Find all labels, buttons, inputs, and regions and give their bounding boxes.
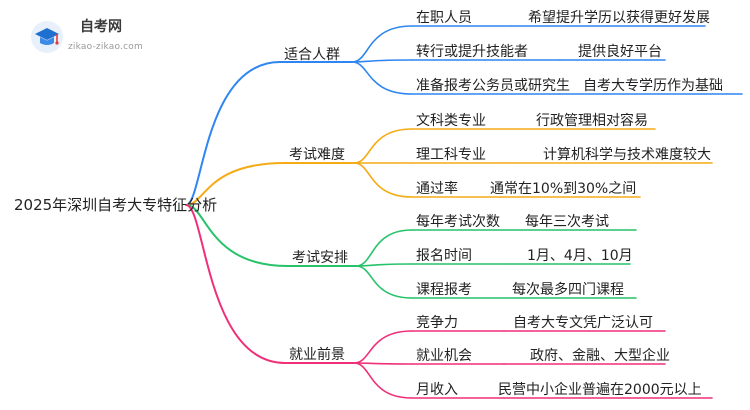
leaf-right: 自考大专文凭广泛认可 [513, 315, 653, 331]
leaf-right: 自考大专学历作为基础 [583, 78, 723, 94]
leaf-right: 每年三次考试 [525, 214, 609, 230]
branch-to-leaf-connector [353, 362, 413, 365]
leaf-right: 1月、4月、10月 [527, 248, 633, 264]
leaf-left: 竞争力 [416, 315, 458, 331]
leaf-right: 通常在10%到30%之间 [490, 181, 637, 197]
branch-label-exam-schedule: 考试安排 [292, 250, 348, 266]
leaf-right: 每次最多四门课程 [512, 282, 624, 298]
branch-to-leaf-connector [355, 263, 413, 267]
branch-label-exam-difficulty: 考试难度 [289, 147, 345, 163]
leaf-left: 准备报考公务员或研究生 [416, 78, 570, 94]
root-topic: 2025年深圳自考大专特征分析 [14, 196, 218, 214]
leaf-left: 报名时间 [416, 248, 472, 264]
branch-to-leaf-connector [355, 229, 413, 267]
watermark-name: 自考网 [80, 19, 122, 35]
leaf-left: 文科类专业 [416, 113, 486, 129]
leaf-right: 计算机科学与技术难度较大 [543, 147, 711, 163]
branch-to-leaf-connector [351, 25, 413, 63]
branch-label-career-prospects: 就业前景 [289, 347, 345, 363]
leaf-right: 行政管理相对容易 [536, 113, 648, 129]
mortarboard-logo-icon [30, 20, 64, 54]
branch-to-leaf-connector [353, 162, 413, 198]
branch-to-leaf-connector [353, 362, 413, 399]
leaf-left: 转行或提升技能者 [416, 44, 528, 60]
root-to-branch-connector [185, 61, 281, 206]
leaf-right: 民营中小企业普遍在2000元以上 [498, 382, 702, 398]
leaf-left: 月收入 [416, 382, 458, 398]
leaf-left: 每年考试次数 [416, 214, 500, 230]
branch-to-leaf-connector [353, 128, 413, 164]
leaf-right: 政府、金融、大型企业 [530, 348, 670, 364]
leaf-left: 通过率 [416, 181, 458, 197]
root-to-branch-connector [185, 204, 286, 364]
leaf-left: 理工科专业 [416, 147, 486, 163]
root-to-branch-connector [185, 204, 289, 267]
leaf-left: 课程报考 [416, 282, 472, 298]
branch-to-leaf-connector [353, 330, 413, 364]
branch-label-suitable-people: 适合人群 [284, 47, 340, 63]
watermark-url: zikao-zikao.com [68, 42, 143, 52]
branch-to-leaf-connector [351, 59, 413, 63]
branch-to-leaf-connector [355, 265, 413, 299]
branch-to-leaf-connector [351, 61, 413, 95]
leaf-left: 在职人员 [416, 10, 472, 26]
leaf-right: 提供良好平台 [578, 44, 662, 60]
leaf-right: 希望提升学历以获得更好发展 [528, 10, 710, 26]
leaf-left: 就业机会 [416, 348, 472, 364]
root-to-branch-connector [185, 162, 286, 206]
